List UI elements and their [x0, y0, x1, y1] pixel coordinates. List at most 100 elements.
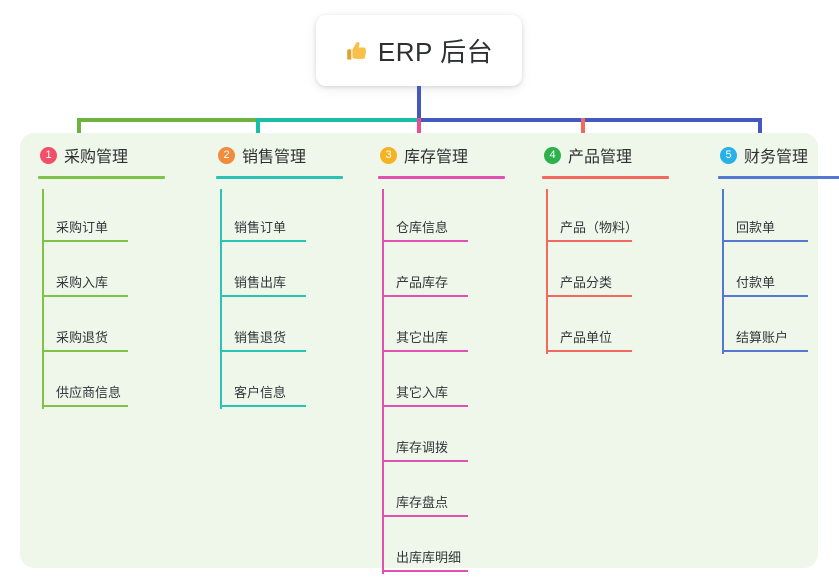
leaf-spine — [722, 189, 724, 354]
leaf-underline — [42, 240, 128, 242]
leaf-item-label: 采购订单 — [56, 220, 109, 235]
leaf-item-label: 其它入库 — [396, 385, 449, 400]
leaf-underline — [42, 405, 128, 407]
leaf-underline — [382, 240, 468, 242]
leaf-underline — [382, 515, 468, 517]
leaf-underline — [220, 240, 306, 242]
leaf-list: 仓库信息产品库存其它出库其它入库库存调拨库存盘点出库库明细 — [360, 189, 520, 574]
column-title: 产品管理 — [568, 149, 633, 166]
leaf-underline — [42, 350, 128, 352]
leaf-item-label: 销售订单 — [234, 220, 287, 235]
leaf-item-label: 采购退货 — [56, 330, 109, 345]
leaf-item-label: 供应商信息 — [56, 385, 122, 400]
leaf-item-label: 库存盘点 — [396, 495, 449, 510]
column-财务管理: 5 财务管理回款单付款单结算账户 — [700, 133, 839, 354]
leaf-item[interactable]: 其它出库 — [360, 299, 520, 354]
column-title: 销售管理 — [242, 149, 307, 166]
leaf-item[interactable]: 采购入库 — [20, 244, 180, 299]
column-index-badge: 4 — [544, 146, 561, 164]
thumbs-up-icon — [345, 39, 369, 63]
leaf-item-label: 产品库存 — [396, 275, 449, 290]
leaf-item[interactable]: 销售出库 — [198, 244, 358, 299]
column-title: 库存管理 — [404, 149, 469, 166]
leaf-item[interactable]: 其它入库 — [360, 354, 520, 409]
column-underline — [378, 176, 505, 179]
leaf-item[interactable]: 产品库存 — [360, 244, 520, 299]
leaf-list: 销售订单销售出库销售退货客户信息 — [198, 189, 358, 409]
leaf-underline — [382, 405, 468, 407]
column-title: 采购管理 — [64, 149, 129, 166]
leaf-spine — [220, 189, 222, 409]
leaf-item-label: 出库库明细 — [396, 550, 462, 565]
leaf-item[interactable]: 库存盘点 — [360, 464, 520, 519]
leaf-list: 回款单付款单结算账户 — [700, 189, 839, 354]
column-header[interactable]: 4 产品管理 — [524, 133, 684, 177]
leaf-item-label: 销售退货 — [234, 330, 287, 345]
leaf-item[interactable]: 产品（物料） — [524, 189, 684, 244]
root-node-card[interactable]: ERP 后台 — [316, 15, 522, 86]
leaf-item[interactable]: 付款单 — [700, 244, 839, 299]
column-header[interactable]: 5 财务管理 — [700, 133, 839, 177]
leaf-underline — [546, 295, 632, 297]
leaf-underline — [42, 295, 128, 297]
leaf-item[interactable]: 供应商信息 — [20, 354, 180, 409]
leaf-item-label: 产品（物料） — [560, 220, 639, 235]
leaf-item[interactable]: 客户信息 — [198, 354, 358, 409]
leaf-underline — [220, 350, 306, 352]
column-underline — [542, 176, 669, 179]
column-销售管理: 2 销售管理销售订单销售出库销售退货客户信息 — [198, 133, 358, 409]
leaf-item-label: 销售出库 — [234, 275, 287, 290]
leaf-list: 采购订单采购入库采购退货供应商信息 — [20, 189, 180, 409]
column-underline — [718, 176, 839, 179]
leaf-item[interactable]: 采购退货 — [20, 299, 180, 354]
leaf-item-label: 库存调拨 — [396, 440, 449, 455]
leaf-underline — [382, 295, 468, 297]
column-index-badge: 5 — [720, 146, 737, 164]
column-index-badge: 2 — [218, 146, 235, 164]
leaf-underline — [546, 240, 632, 242]
leaf-item-label: 客户信息 — [234, 385, 287, 400]
leaf-item-label: 付款单 — [736, 275, 776, 290]
column-产品管理: 4 产品管理产品（物料） 产品分类产品单位 — [524, 133, 684, 354]
leaf-item[interactable]: 采购订单 — [20, 189, 180, 244]
leaf-item-label: 其它出库 — [396, 330, 449, 345]
root-title-text: ERP 后台 — [377, 37, 494, 67]
leaf-item-label: 仓库信息 — [396, 220, 449, 235]
column-库存管理: 3 库存管理仓库信息产品库存其它出库其它入库库存调拨库存盘点出库库明细 — [360, 133, 520, 574]
leaf-item-label: 产品单位 — [560, 330, 613, 345]
leaf-item[interactable]: 结算账户 — [700, 299, 839, 354]
column-title: 财务管理 — [744, 149, 809, 166]
leaf-item-label: 结算账户 — [736, 330, 789, 345]
column-underline — [216, 176, 343, 179]
leaf-underline — [546, 350, 632, 352]
leaf-underline — [722, 240, 808, 242]
leaf-item[interactable]: 产品分类 — [524, 244, 684, 299]
leaf-item[interactable]: 回款单 — [700, 189, 839, 244]
leaf-underline — [220, 295, 306, 297]
column-header[interactable]: 2 销售管理 — [198, 133, 358, 177]
leaf-list: 产品（物料） 产品分类产品单位 — [524, 189, 684, 354]
leaf-item-label: 回款单 — [736, 220, 776, 235]
leaf-spine — [382, 189, 384, 574]
leaf-item[interactable]: 产品单位 — [524, 299, 684, 354]
leaf-item[interactable]: 库存调拨 — [360, 409, 520, 464]
column-header[interactable]: 3 库存管理 — [360, 133, 520, 177]
leaf-item[interactable]: 出库库明细 — [360, 519, 520, 574]
leaf-underline — [382, 460, 468, 462]
column-采购管理: 1 采购管理采购订单采购入库采购退货供应商信息 — [20, 133, 180, 409]
leaf-underline — [722, 295, 808, 297]
leaf-underline — [382, 570, 468, 572]
leaf-item[interactable]: 销售订单 — [198, 189, 358, 244]
leaf-spine — [42, 189, 44, 409]
column-index-badge: 1 — [40, 146, 57, 164]
leaf-underline — [382, 350, 468, 352]
column-underline — [38, 176, 165, 179]
leaf-item[interactable]: 仓库信息 — [360, 189, 520, 244]
column-index-badge: 3 — [380, 146, 397, 164]
leaf-underline — [220, 405, 306, 407]
leaf-item[interactable]: 销售退货 — [198, 299, 358, 354]
leaf-underline — [722, 350, 808, 352]
root-node-title: ERP 后台 — [345, 32, 493, 69]
column-header[interactable]: 1 采购管理 — [20, 133, 180, 177]
